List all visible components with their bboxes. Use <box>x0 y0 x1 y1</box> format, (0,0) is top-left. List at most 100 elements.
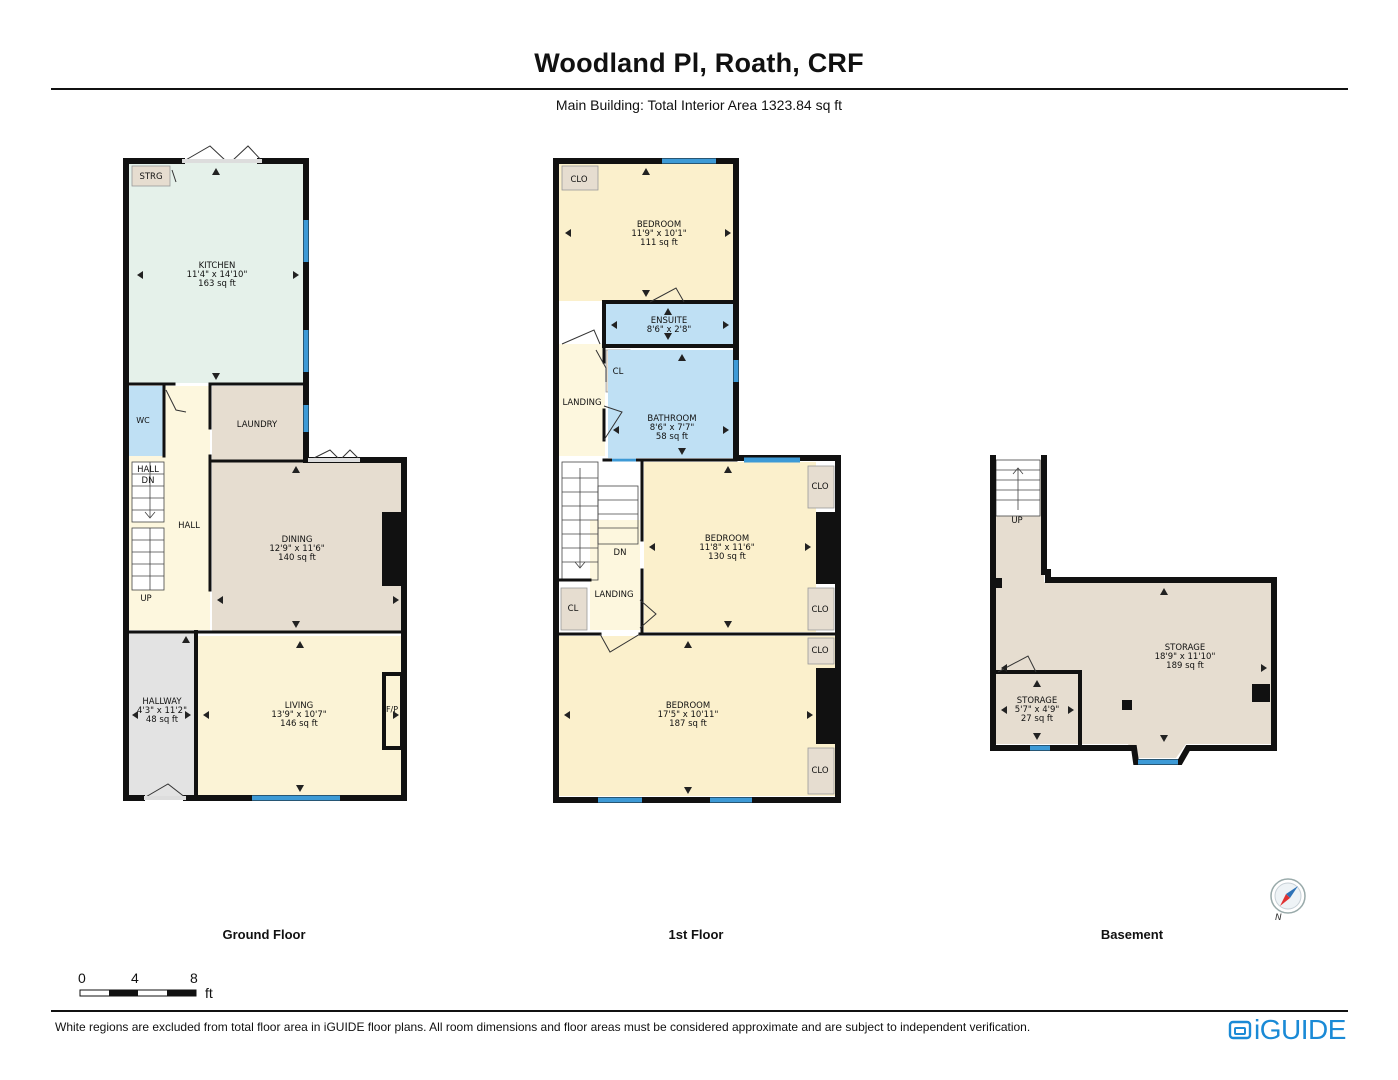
scale-unit: ft <box>205 985 213 1001</box>
strg-room <box>131 165 171 187</box>
compass-label: N <box>1275 913 1282 923</box>
bathroom-area: 58 sq ft <box>656 432 689 442</box>
hallway-dims: 4'3" x 11'2" <box>137 706 187 716</box>
clo-5-room <box>807 747 835 795</box>
clo-3-room <box>807 587 835 631</box>
compass-icon: N <box>1270 878 1306 923</box>
ensuite-dims: 8'6" x 2'8" <box>647 325 692 335</box>
ground-doors <box>143 145 361 800</box>
basement-dim-arrows <box>1001 588 1267 742</box>
bedroom-main-name: BEDROOM <box>666 701 710 711</box>
first-dim-arrows <box>564 168 813 794</box>
basement-pillar <box>1252 684 1270 702</box>
clo-1-room <box>561 165 599 191</box>
hall-room <box>164 386 210 630</box>
fp-label: F/P <box>386 705 398 714</box>
basement-doors <box>997 655 1037 673</box>
ground-dim-arrows <box>132 168 399 792</box>
hallway-area: 48 sq ft <box>146 715 179 725</box>
first-floor-plan: CLO BEDROOM 11'9" x 10'1" 111 sq ft ENSU… <box>553 158 841 803</box>
dn-ground-label: DN <box>142 476 155 486</box>
brand-name: iGUIDE <box>1254 1014 1346 1045</box>
bedroom-mid-name: BEDROOM <box>705 534 749 544</box>
basement-wall-notch <box>996 578 1002 588</box>
bedroom-main-room <box>559 636 835 796</box>
ground-windows <box>252 220 340 801</box>
bathroom-room <box>608 350 734 458</box>
cl-2-room <box>560 587 588 631</box>
total-area-subtitle: Main Building: Total Interior Area 1323.… <box>555 97 843 113</box>
living-room <box>198 636 402 796</box>
living-dims: 13'9" x 10'7" <box>271 710 326 720</box>
clo-3-label: CLO <box>811 605 828 615</box>
storage-large-name: STORAGE <box>1165 643 1205 653</box>
bathroom-dims: 8'6" x 7'7" <box>650 423 695 433</box>
ground-floor-plan: STRG KITCHEN 11'4" x 14'10" 163 sq ft WC… <box>123 145 407 801</box>
wc-label: WC <box>136 416 150 425</box>
storage-small-dims: 5'7" x 4'9" <box>1015 705 1060 715</box>
kitchen-room <box>128 163 304 383</box>
storage-large-room <box>996 460 1272 758</box>
dining-area: 140 sq ft <box>278 553 316 563</box>
kitchen-dims: 11'4" x 14'10" <box>187 270 248 280</box>
landing-upper-label: LANDING <box>562 398 601 408</box>
first-doors <box>561 287 685 653</box>
strg-label: STRG <box>139 172 162 182</box>
hallway-room <box>128 632 196 796</box>
wc-room <box>128 386 164 456</box>
scale-bar: 0 4 8 ft <box>78 970 213 1001</box>
ensuite-room <box>606 304 734 344</box>
bedroom-main-area: 187 sq ft <box>669 719 707 729</box>
hall-label: HALL <box>178 521 200 531</box>
landing-lower-label: LANDING <box>594 590 633 600</box>
bedroom-top-dims: 11'9" x 10'1" <box>631 229 686 239</box>
clo-4-label: CLO <box>811 646 828 656</box>
dining-chimney <box>382 512 402 586</box>
living-name: LIVING <box>285 701 314 711</box>
main-closet-wall <box>816 668 836 744</box>
bedroom-mid-area: 130 sq ft <box>708 552 746 562</box>
dining-room <box>212 462 402 632</box>
clo-1-label: CLO <box>570 175 587 185</box>
brand-logo: iGUIDE <box>1228 1014 1346 1046</box>
scale-tick-8: 8 <box>190 970 198 986</box>
clo-2-label: CLO <box>811 482 828 492</box>
ground-floor-label: Ground Floor <box>222 927 306 942</box>
first-windows <box>598 158 800 803</box>
up-basement-label: UP <box>1011 516 1022 526</box>
storage-small-name: STORAGE <box>1017 696 1057 706</box>
cl-1-label: CL <box>613 367 624 377</box>
dining-dims: 12'9" x 11'6" <box>269 544 324 554</box>
clo-5-label: CLO <box>811 766 828 776</box>
kitchen-name: KITCHEN <box>199 261 236 271</box>
footer-disclaimer: White regions are excluded from total fl… <box>55 1020 1031 1034</box>
bedroom-mid-room <box>644 462 816 632</box>
basement-post <box>1122 700 1132 710</box>
laundry-label: LAUNDRY <box>237 420 278 430</box>
bedroom-mid-dims: 11'8" x 11'6" <box>699 543 754 553</box>
hallway-name: HALLWAY <box>142 697 182 707</box>
scale-tick-0: 0 <box>78 970 86 986</box>
storage-large-area: 189 sq ft <box>1166 661 1204 671</box>
living-area: 146 sq ft <box>280 719 318 729</box>
basement-stairs <box>995 459 1041 517</box>
cl-2-label: CL <box>568 604 579 614</box>
page-title: Woodland Pl, Roath, CRF <box>534 48 864 78</box>
basement-windows <box>1030 745 1178 765</box>
mid-closet-wall <box>816 512 836 584</box>
basement-walls <box>990 455 1277 765</box>
bedroom-top-area: 111 sq ft <box>640 238 678 248</box>
dn-first-label: DN <box>614 548 627 558</box>
ensuite-name: ENSUITE <box>651 316 687 326</box>
kitchen-area: 163 sq ft <box>198 279 236 289</box>
landing-upper-room <box>559 344 605 456</box>
hall-small-label: HALL <box>137 465 159 475</box>
laundry-room <box>212 386 304 460</box>
bedroom-main-dims: 17'5" x 10'11" <box>658 710 719 720</box>
ground-stairs <box>131 461 165 591</box>
clo-4-room <box>807 637 835 665</box>
basement-plan: UP STORAGE 18'9" x 11'10" 189 sq ft STOR… <box>990 455 1277 765</box>
dining-name: DINING <box>282 535 313 545</box>
storage-large-dims: 18'9" x 11'10" <box>1155 652 1216 662</box>
